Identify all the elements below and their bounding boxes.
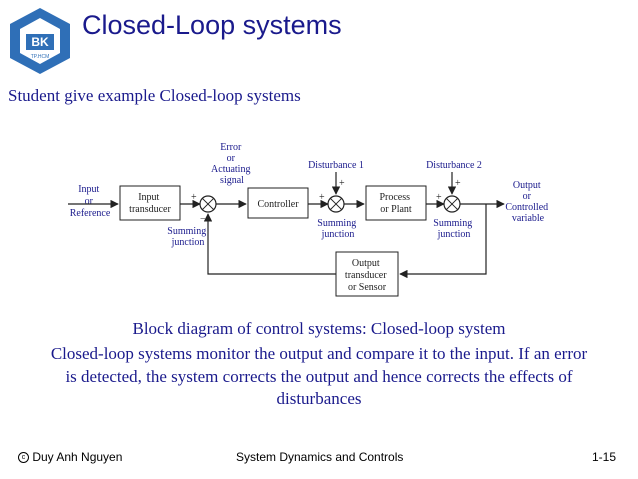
footer-course: System Dynamics and Controls <box>236 450 404 464</box>
process-label: Process or Plant <box>379 192 412 215</box>
caption-line-4: disturbances <box>276 389 362 408</box>
summing-junction-2-label: Summing junction <box>317 218 358 240</box>
input-label: Input or Reference <box>70 184 111 219</box>
junction1-minus: − <box>200 214 206 225</box>
summing-junction-1 <box>199 195 217 213</box>
caption-line-2: Closed-loop systems monitor the output a… <box>50 344 588 363</box>
process-block <box>365 185 427 221</box>
logo-band <box>26 34 54 50</box>
logo-text: BK <box>31 35 49 49</box>
summing-junction-2 <box>327 195 345 213</box>
junction2-plus-top: + <box>339 178 345 189</box>
controller-block <box>247 187 309 219</box>
junction2-plus-left: + <box>319 192 325 203</box>
output-label: Output or Controlled variable <box>505 180 550 224</box>
page-title: Closed-Loop systems <box>82 10 342 40</box>
junction3-plus-left: + <box>436 192 442 203</box>
disturbance-1-label: Disturbance 1 <box>308 160 364 171</box>
bk-logo: BK TP.HCM <box>10 8 70 74</box>
feedback-to-sensor <box>399 204 487 279</box>
output-transducer-label: Output transducer or Sensor <box>345 258 389 293</box>
error-label: Error or Actuating signal <box>211 142 253 186</box>
closed-loop-block-diagram: Input or Reference Input transducer + − … <box>68 142 550 297</box>
junction1-plus: + <box>191 192 197 203</box>
caption-line-3: is detected, the system corrects the out… <box>65 367 573 386</box>
footer-author: c Duy Anh Nguyen <box>18 450 122 464</box>
input-transducer-label: Input transducer <box>129 192 171 215</box>
subtitle: Student give example Closed-loop systems <box>8 86 301 105</box>
summing-junction-3 <box>443 195 461 213</box>
caption-line-1: Block diagram of control systems: Closed… <box>132 319 506 338</box>
summing-junction-3-label: Summing junction <box>433 218 474 240</box>
junction3-plus-top: + <box>455 178 461 189</box>
footer-page-number: 1-15 <box>592 450 617 464</box>
input-transducer-block <box>119 185 181 221</box>
summing-junction-1-label: Summing junction <box>167 226 208 248</box>
copyright-icon: c <box>18 452 29 464</box>
author-name: Duy Anh Nguyen <box>32 450 123 464</box>
feedback-to-junction1 <box>203 213 336 275</box>
controller-label: Controller <box>257 199 299 210</box>
logo-subtext: TP.HCM <box>31 54 50 60</box>
disturbance-2-label: Disturbance 2 <box>426 160 482 171</box>
